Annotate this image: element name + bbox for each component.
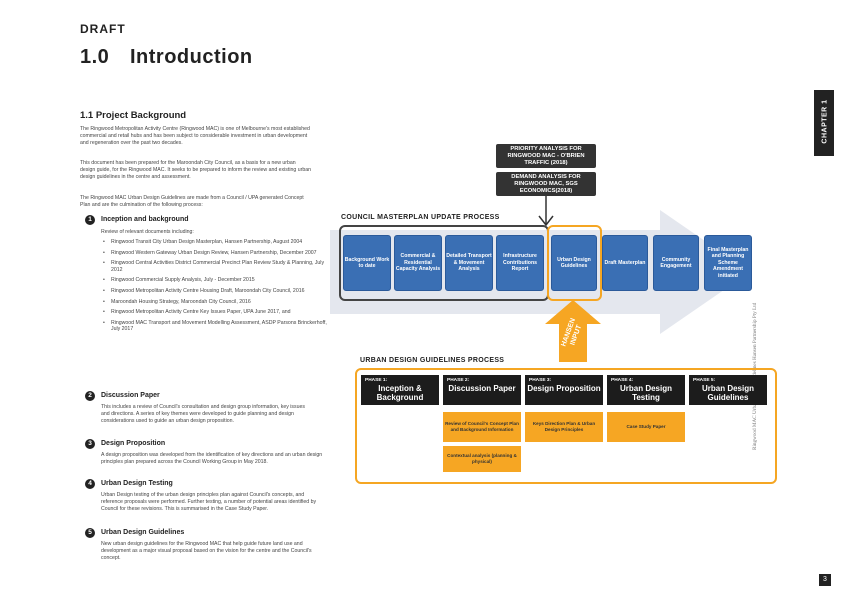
phase-1-box: PHASE 1: Inception & Background (361, 375, 439, 405)
stage-urban-design-guidelines: Urban Design Guidelines (551, 235, 597, 291)
phase-5-box: PHASE 5: Urban Design Guidelines (689, 375, 767, 405)
page-title: 1.0 Introduction (80, 46, 253, 69)
list-item: Ringwood MAC Transport and Movement Mode… (101, 320, 337, 333)
phase-1-name: Inception & Background (376, 384, 424, 402)
stage-final-masterplan: Final Masterplan and Planning Scheme Ame… (704, 235, 752, 291)
item-1-text: Review of relevant documents including: (101, 229, 194, 235)
phase-5-name: Urban Design Guidelines (701, 384, 754, 402)
list-item: Ringwood Central Activities District Com… (101, 260, 337, 273)
item-4-title: Urban Design Testing (101, 480, 173, 487)
subsection-title: 1.1 Project Background (80, 110, 187, 121)
list-item: Ringwood Metropolitan Activity Centre Ke… (101, 309, 337, 316)
phase-3-label: PHASE 3: (529, 378, 552, 383)
page-number: 3 (819, 574, 831, 586)
item-4-text: Urban Design testing of the urban design… (101, 492, 317, 512)
urban-process-outline (355, 368, 777, 484)
item-3-text: A design proposition was developed from … (101, 452, 323, 465)
reference-list: Ringwood Transit City Urban Design Maste… (101, 239, 337, 337)
phase-2-name: Discussion Paper (448, 384, 516, 393)
list-item: Maroondah Housing Strategy, Maroondah Ci… (101, 299, 337, 306)
item-5-number: 5 (85, 528, 95, 538)
draft-label: DRAFT (80, 22, 126, 36)
item-5-title: Urban Design Guidelines (101, 529, 185, 536)
stage-transport-analysis: Detailed Transport & Movement Analysis (445, 235, 493, 291)
phase-3-name: Design Proposition (527, 384, 601, 393)
item-2-title: Discussion Paper (101, 392, 160, 399)
phase-3-box: PHASE 3: Design Proposition (525, 375, 603, 405)
list-item: Ringwood Transit City Urban Design Maste… (101, 239, 337, 246)
phase-4-name: Urban Design Testing (619, 384, 672, 402)
priority-analysis-box: PRIORITY ANALYSIS FOR RINGWOOD MAC - O'B… (496, 144, 596, 168)
hansen-input-arrow-icon (545, 300, 601, 362)
item-3-title: Design Proposition (101, 440, 166, 447)
section-number: 1.0 (80, 46, 110, 68)
phase-2-box: PHASE 2: Discussion Paper (443, 375, 521, 405)
phase-4-label: PHASE 4: (611, 378, 634, 383)
chapter-tab (814, 90, 834, 156)
stage-background: Background Work to date (343, 235, 391, 291)
urban-design-stage-outline (547, 225, 602, 301)
item-1-number: 1 (85, 215, 95, 225)
keys-direction-box: Keys Direction Plan & Urban Design Princ… (525, 412, 603, 442)
list-item: Ringwood Commercial Supply Analysis, Jul… (101, 277, 337, 284)
demand-analysis-box: DEMAND ANALYSIS FOR RINGWOOD MAC, SGS EC… (496, 172, 596, 196)
contextual-analysis-box: Contextual analysis (planning & physical… (443, 446, 521, 472)
stage-draft-masterplan: Draft Masterplan (602, 235, 648, 291)
intro-paragraph-1: The Ringwood Metropolitan Activity Centr… (80, 126, 310, 146)
item-2-text: This includes a review of Council's cons… (101, 404, 305, 424)
section-title: Introduction (130, 46, 253, 68)
list-item: Ringwood Western Gateway Urban Design Re… (101, 250, 337, 257)
review-council-box: Review of Council's Concept Plan and Bac… (443, 412, 521, 442)
intro-paragraph-2: This document has been prepared for the … (80, 160, 311, 180)
stage-community-engagement: Community Engagement (653, 235, 699, 291)
item-4-number: 4 (85, 479, 95, 489)
phase-5-label: PHASE 5: (693, 378, 716, 383)
stage-capacity-analysis: Commercial & Residential Capacity Analys… (394, 235, 442, 291)
stage-infrastructure-report: Infrastructure Contributions Report (496, 235, 544, 291)
item-5-text: New urban design guidelines for the Ring… (101, 541, 312, 561)
case-study-box: Case Study Paper (607, 412, 685, 442)
chapter-label: CHAPTER 1 (821, 99, 829, 144)
phase-4-box: PHASE 4: Urban Design Testing (607, 375, 685, 405)
intro-paragraph-3: The Ringwood MAC Urban Design Guidelines… (80, 195, 304, 208)
council-process-label: COUNCIL MASTERPLAN UPDATE PROCESS (341, 214, 500, 221)
phase-2-label: PHASE 2: (447, 378, 470, 383)
item-3-number: 3 (85, 439, 95, 449)
list-item: Ringwood Metropolitan Activity Centre Ho… (101, 288, 337, 295)
phase-1-label: PHASE 1: (365, 378, 388, 383)
item-2-number: 2 (85, 391, 95, 401)
urban-process-label: URBAN DESIGN GUIDELINES PROCESS (360, 357, 505, 364)
item-1-title: Inception and background (101, 216, 189, 223)
